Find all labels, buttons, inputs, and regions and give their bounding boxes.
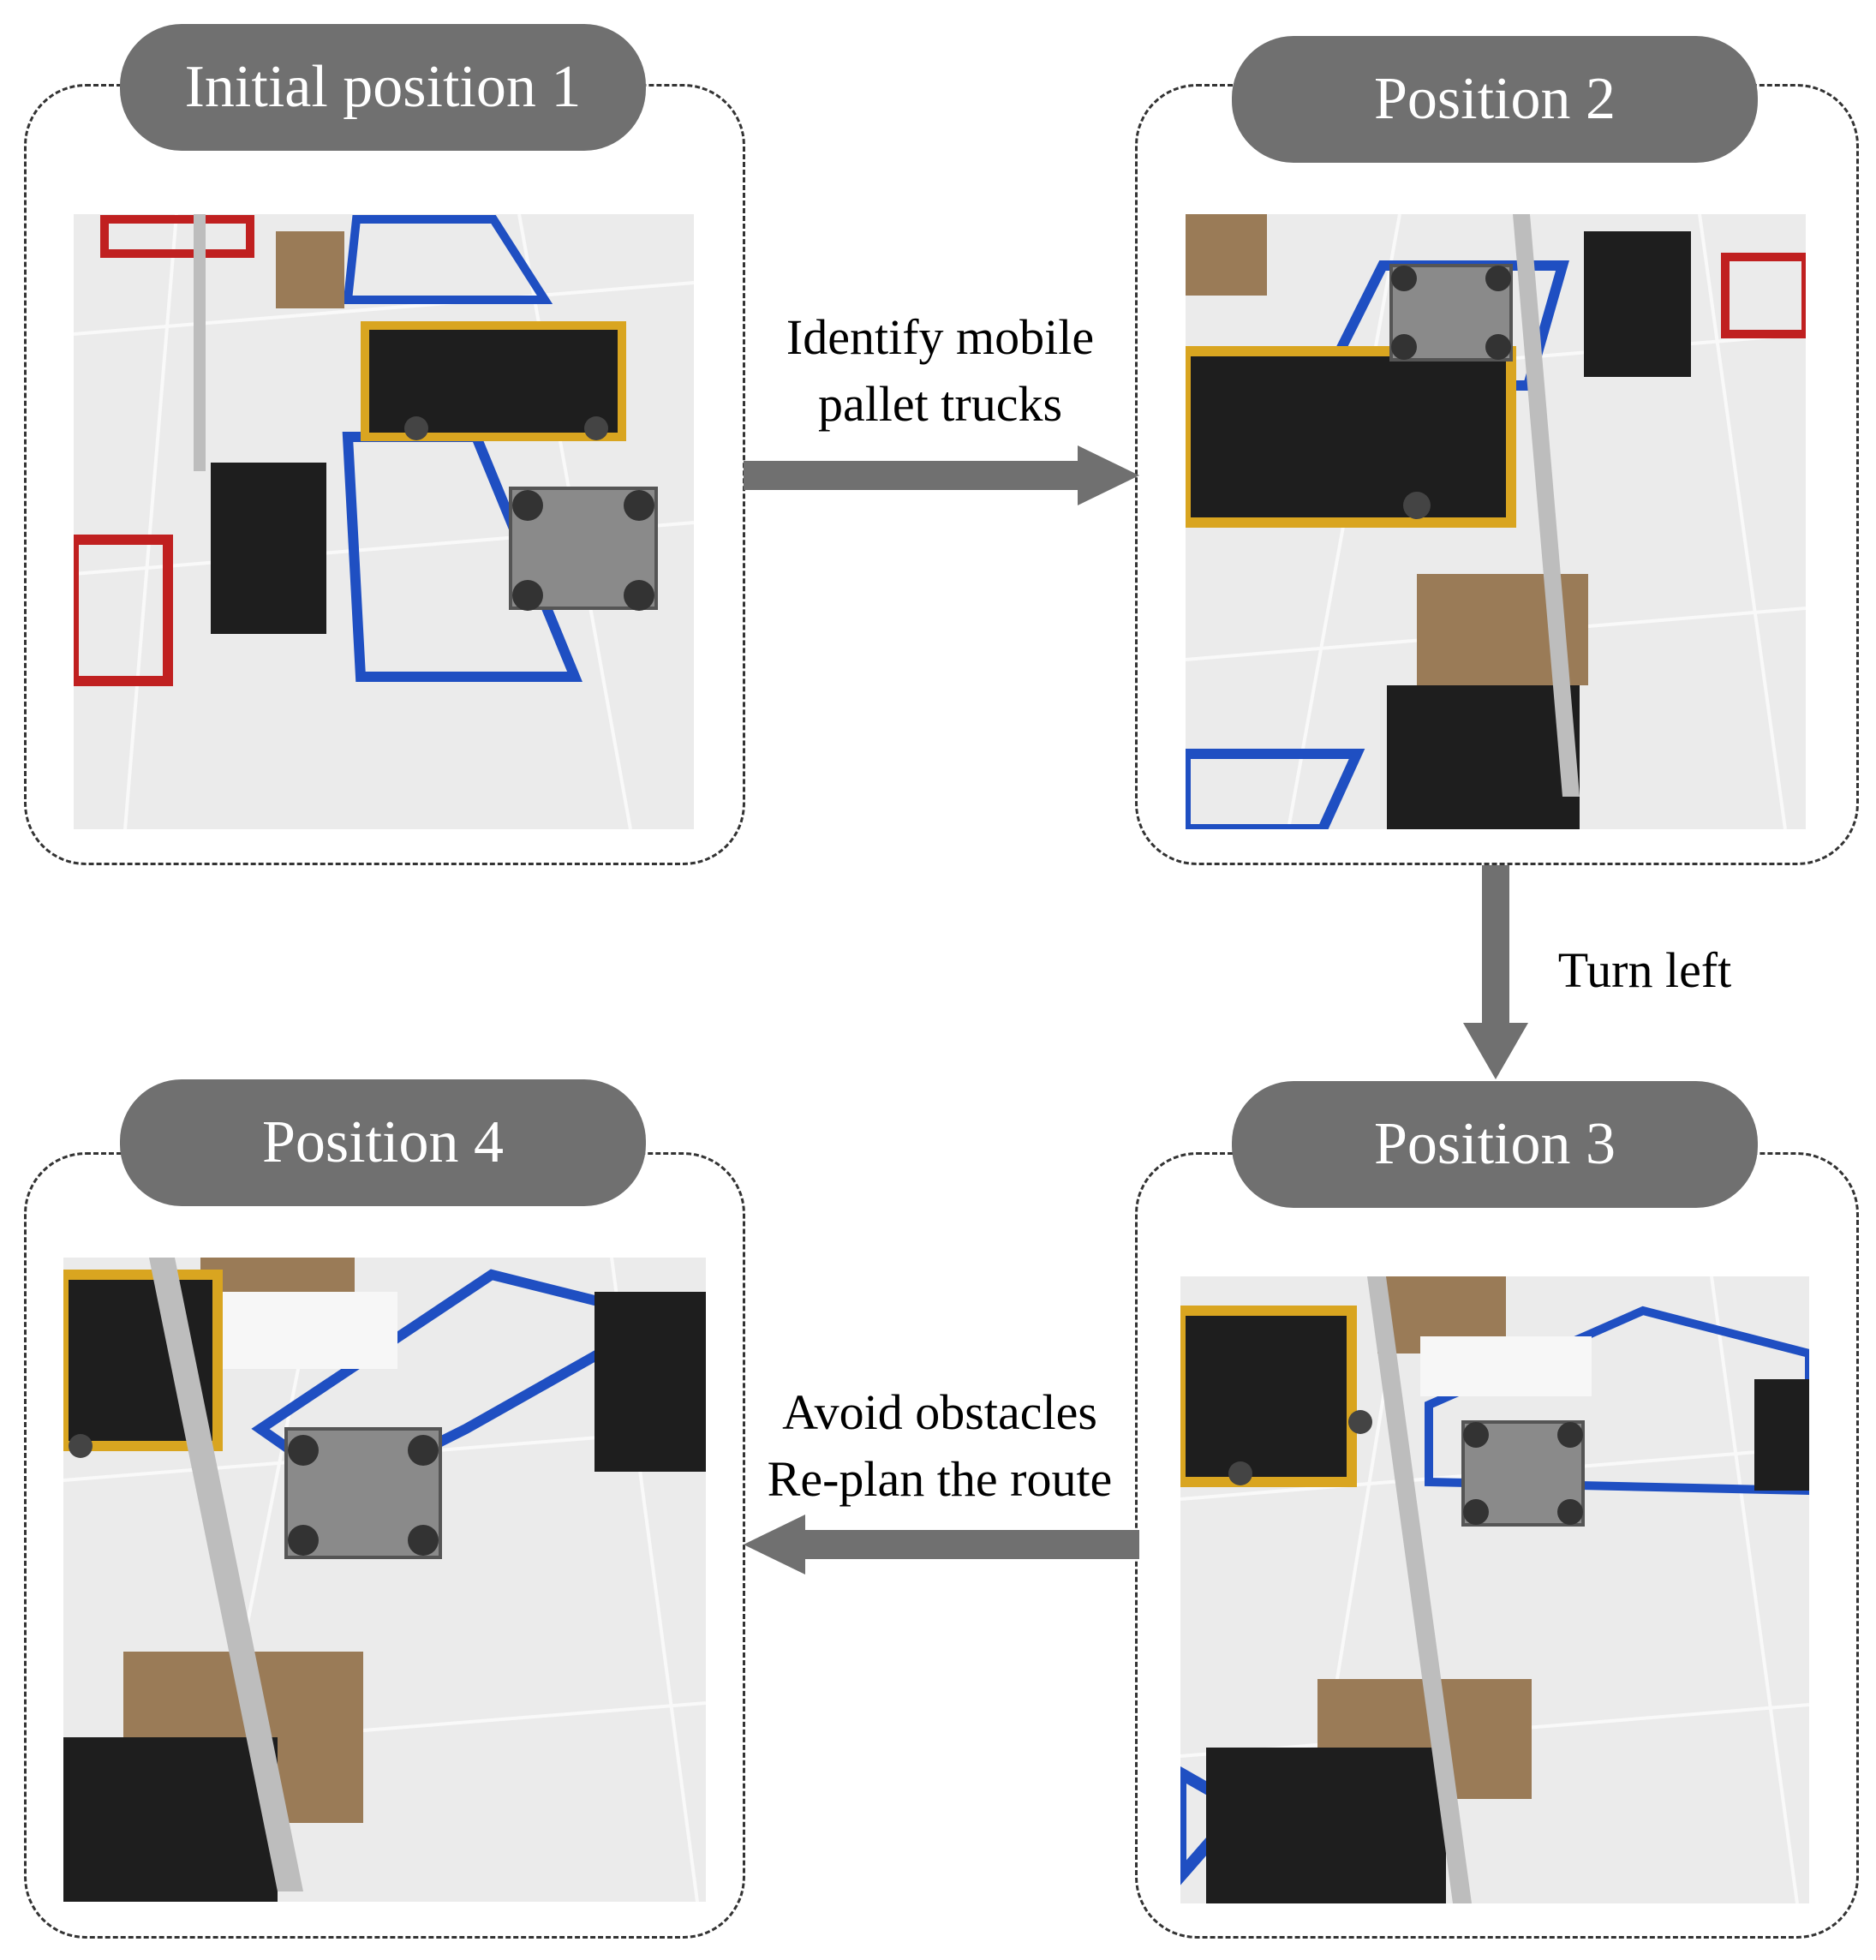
- panel-title-4: Position 4: [120, 1079, 646, 1206]
- transition-line-2: pallet trucks: [817, 376, 1063, 432]
- transition-line-1: Identify mobile: [786, 309, 1095, 365]
- scene-illustration-2: [1186, 214, 1806, 829]
- transition-line-1: Avoid obstacles: [782, 1384, 1097, 1440]
- panel-title-2: Position 2: [1232, 36, 1758, 163]
- transition-label-avoid: Avoid obstacles Re-plan the route: [738, 1379, 1141, 1513]
- panel-title-3: Position 3: [1232, 1081, 1758, 1208]
- arrow-right: [744, 445, 1139, 505]
- scene-illustration-1: [74, 214, 694, 829]
- scene-illustration-4: [63, 1258, 706, 1902]
- arrow-down: [1463, 865, 1528, 1079]
- scene-photo-4: [63, 1258, 706, 1902]
- transition-label-turn-left: Turn left: [1533, 937, 1756, 1004]
- scene-photo-1: [74, 214, 694, 829]
- scene-photo-3: [1180, 1276, 1809, 1903]
- transition-line-2: Re-plan the route: [767, 1451, 1113, 1507]
- scene-photo-2: [1186, 214, 1806, 829]
- arrow-left: [744, 1515, 1139, 1575]
- scene-illustration-3: [1180, 1276, 1809, 1903]
- transition-label-identify: Identify mobile pallet trucks: [745, 304, 1135, 438]
- transition-line-1: Turn left: [1557, 942, 1732, 998]
- panel-title-1: Initial position 1: [120, 24, 646, 151]
